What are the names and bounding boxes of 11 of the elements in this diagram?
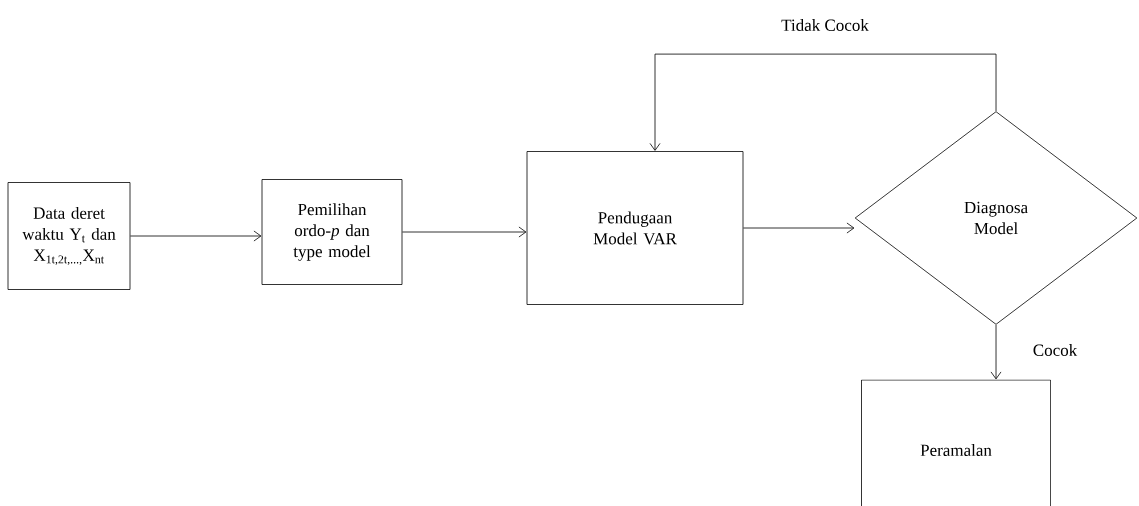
arrow (649, 53, 997, 151)
process-box: Pendugaan Model VAR (526, 151, 744, 305)
edge-label: Cocok (1030, 342, 1080, 358)
process-box: Peramalan (861, 379, 1051, 506)
arrow (743, 222, 855, 234)
arrow (130, 230, 262, 242)
process-box: Data deret waktu Y$_{t}$ dan X$_{1t,2t,...,}$X$_{nt}$ (7, 182, 131, 290)
edge-label: Tidak Cocok (779, 17, 871, 33)
arrow (990, 324, 1002, 380)
process-box: Pemilihan ordo-p dan type model (261, 179, 403, 285)
arrow (402, 226, 527, 238)
